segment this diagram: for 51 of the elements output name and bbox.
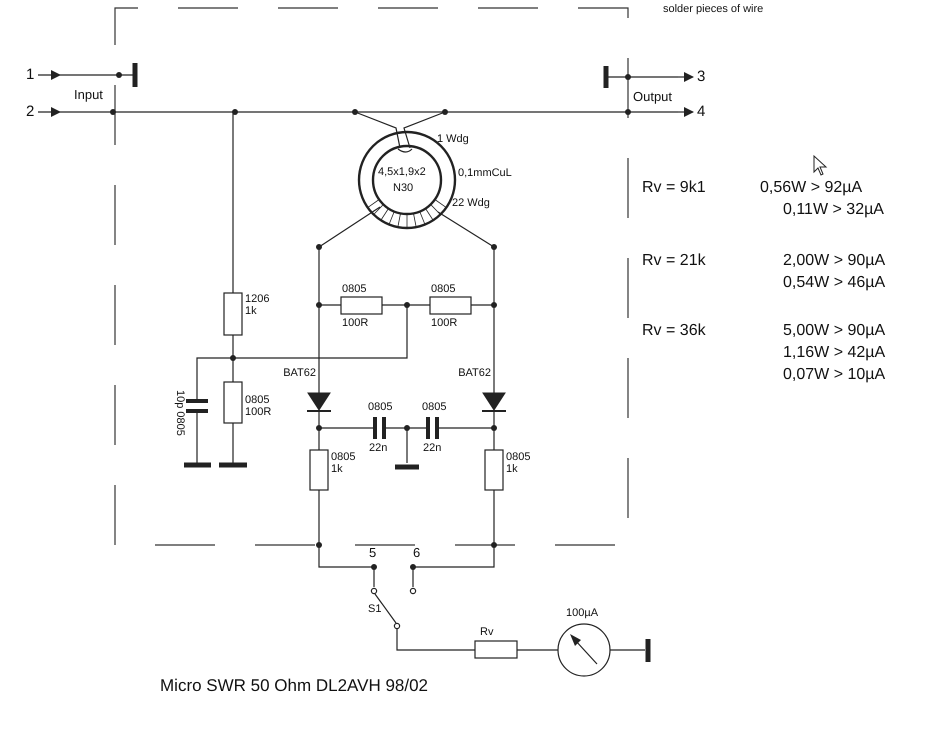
component-label: 1k	[506, 463, 518, 476]
component-label: 100R	[431, 317, 458, 330]
component-label: 1k	[245, 305, 257, 318]
component-label: 5	[369, 546, 376, 560]
component-label: solder pieces of wire	[663, 3, 764, 16]
component-label: Input	[74, 88, 103, 102]
component-label: 100µA	[566, 607, 598, 620]
component-label: Output	[633, 90, 672, 104]
component-label: 0805	[431, 283, 456, 296]
component-label: Rv	[480, 626, 494, 638]
component-label: 0805	[422, 401, 446, 414]
component-label: BAT62	[458, 367, 491, 380]
terminal-number: 2	[26, 104, 34, 120]
terminal-arrow	[678, 107, 694, 117]
caption: Micro SWR 50 Ohm DL2AVH 98/02	[160, 676, 428, 696]
component-label: 100R	[245, 406, 272, 418]
component-label: Rv = 21k	[642, 252, 706, 270]
terminal-number: 1	[26, 67, 34, 83]
terminal-number: 4	[697, 104, 706, 120]
component-label: BAT62	[283, 367, 316, 380]
component-label: Rv = 36k	[642, 322, 706, 340]
component-label: 0805	[506, 451, 530, 464]
component-label: 10p 0805	[174, 390, 186, 436]
component-label: 1 Wdg	[437, 133, 469, 146]
component-label: 0805	[342, 283, 366, 296]
component-label: 0805	[331, 451, 356, 464]
component-label: 100R	[342, 317, 368, 330]
terminal-arrow	[38, 107, 61, 117]
component-label: 1206	[245, 293, 270, 306]
component-label: 22 Wdg	[452, 197, 490, 210]
component-label: 6	[413, 546, 420, 560]
component-label: 4,5x1,9x2	[378, 166, 426, 178]
component-label: 0,56W > 92µA	[760, 179, 862, 197]
terminal-number: 3	[697, 69, 706, 85]
component-label: 0,1mmCuL	[458, 167, 512, 180]
terminal-arrow	[38, 70, 61, 80]
terminal-arrow	[678, 72, 694, 82]
component-label: 0,07W > 10µA	[783, 366, 886, 384]
component-label: N30	[393, 182, 414, 194]
component-label: 22n	[369, 442, 388, 454]
component-label: S1	[368, 603, 382, 616]
component-label: 22n	[423, 442, 442, 454]
component-label: 2,00W > 90µA	[783, 252, 886, 270]
component-label: 0,54W > 46µA	[783, 274, 886, 292]
component-label: 1k	[331, 463, 343, 476]
component-label: 0,11W > 32µA	[783, 201, 884, 219]
component-label: 5,00W > 90µA	[783, 322, 886, 340]
component-label: Rv = 9k1	[642, 179, 706, 197]
component-label: 0805	[245, 394, 270, 406]
component-label: 1,16W > 42µA	[783, 344, 886, 362]
component-label: 0805	[368, 401, 392, 414]
